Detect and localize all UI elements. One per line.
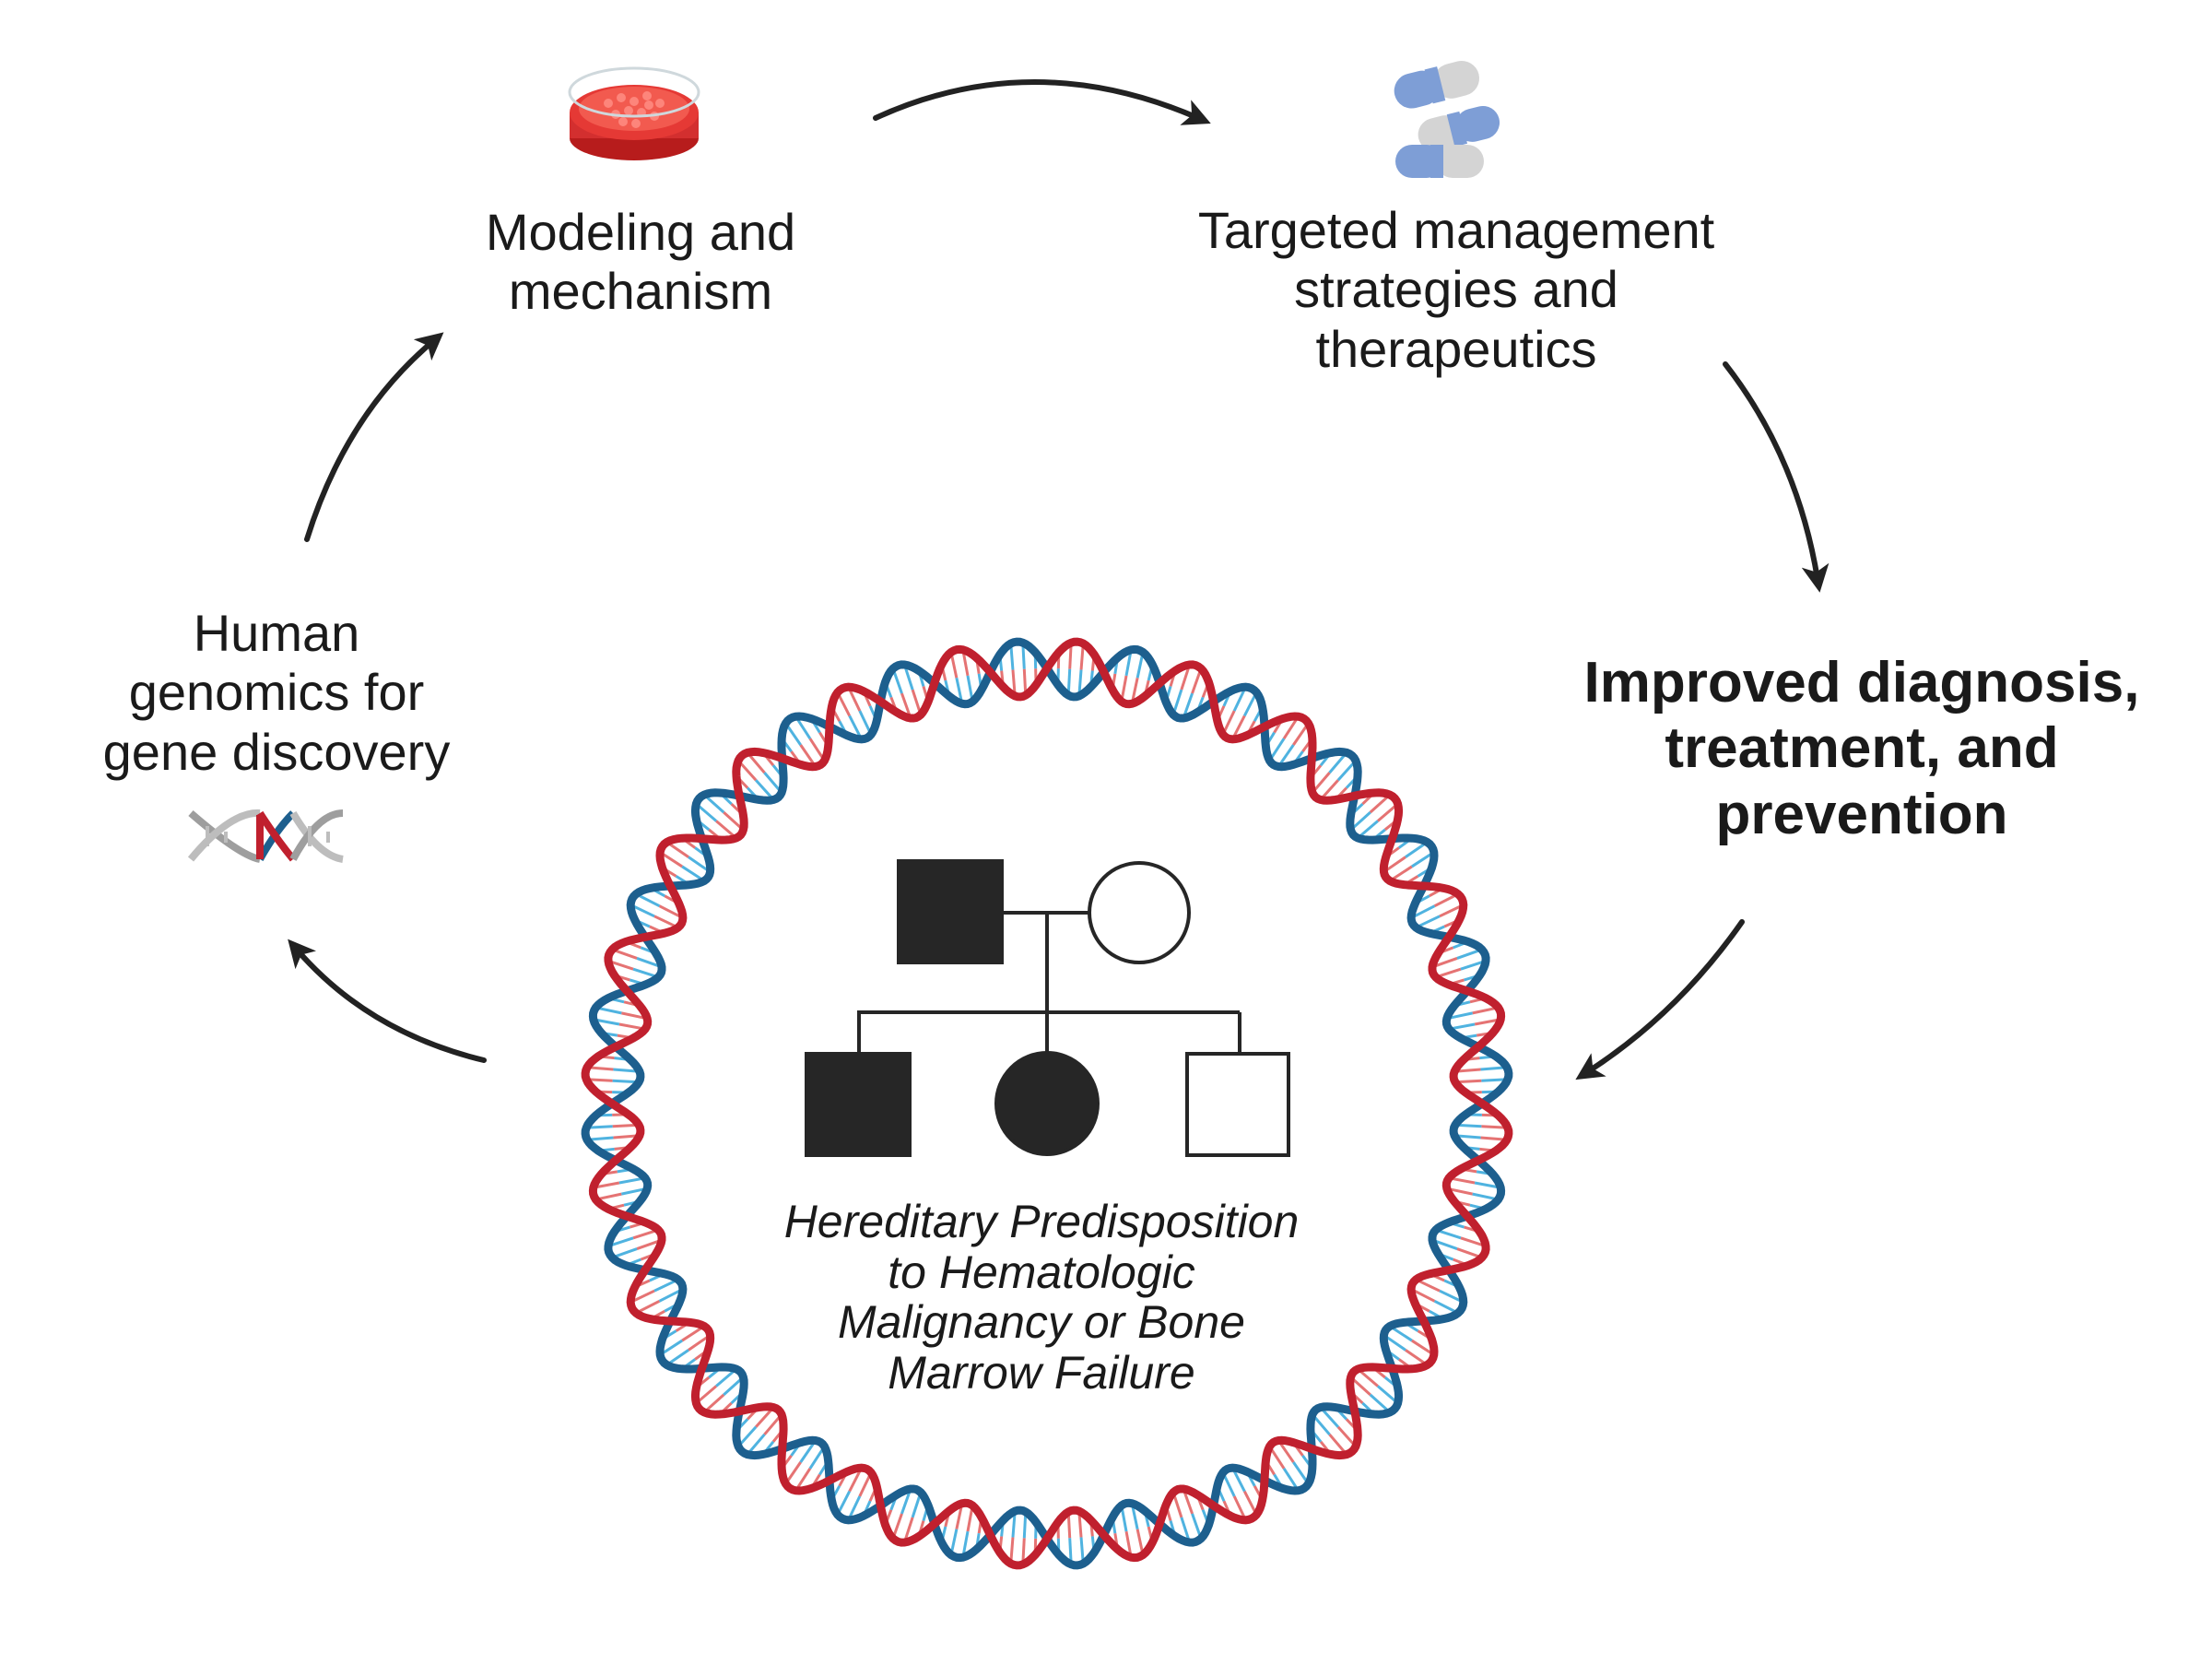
pedigree-mother-unaffected-female xyxy=(1088,861,1191,964)
pedigree-child-affected-female xyxy=(994,1051,1100,1156)
pedigree-chart xyxy=(805,859,1290,1157)
modeling-label: Modeling and mechanism xyxy=(485,203,796,321)
center-condition-title: Hereditary Predisposition to Hematologic… xyxy=(783,1196,1300,1399)
arrow-center-to-genomics xyxy=(288,939,487,1063)
pedigree-child-unaffected-male xyxy=(1185,1052,1290,1157)
dna-helix-ring xyxy=(581,637,1513,1570)
arrow-therapeutics-to-outcome xyxy=(1723,361,1830,593)
pedigree-child-affected-male xyxy=(805,1052,912,1157)
cycle-arrows xyxy=(288,79,1830,1080)
outcome-label: Improved diagnosis, treatment, and preve… xyxy=(1583,651,2140,846)
pedigree-father-affected-male xyxy=(897,859,1004,964)
arrow-outcome-to-center xyxy=(1575,919,1745,1080)
pills-icon xyxy=(1394,60,1500,178)
genomics-label: Human genomics for gene discovery xyxy=(102,604,451,781)
petri-dish-icon xyxy=(568,66,700,160)
arrow-modeling-to-therapeutics xyxy=(873,79,1211,125)
dna-strand-red xyxy=(581,637,1513,1570)
therapeutics-label: Targeted management strategies and thera… xyxy=(1197,201,1715,378)
arrow-genomics-to-modeling xyxy=(304,332,444,542)
dna-icon xyxy=(187,809,344,863)
